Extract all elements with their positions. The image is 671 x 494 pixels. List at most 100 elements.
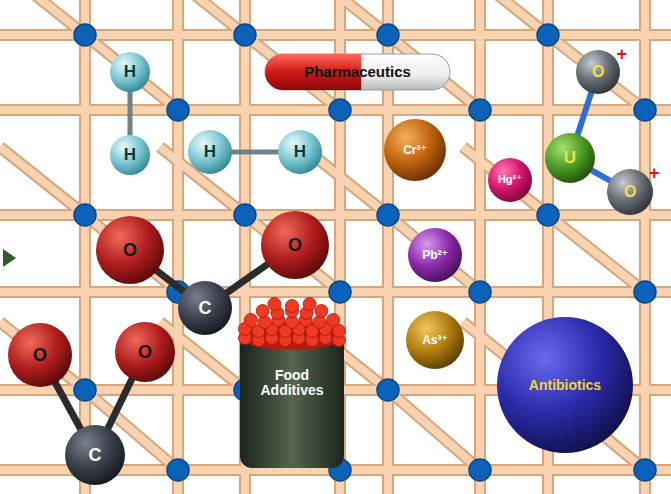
node-label: U bbox=[564, 149, 576, 167]
text-holder: O bbox=[96, 216, 164, 284]
sphere bbox=[488, 158, 532, 202]
roe-egg bbox=[315, 305, 328, 318]
text-holder: Pharmaceutics bbox=[265, 54, 450, 90]
chromium-ion: Cr³⁺ bbox=[384, 119, 446, 181]
text-holder: Hg²⁺ bbox=[488, 158, 532, 202]
text-holder: U bbox=[545, 133, 595, 183]
carbon-atom: C bbox=[65, 425, 125, 485]
text-holder: Pb²⁺ bbox=[408, 228, 462, 282]
sphere bbox=[406, 311, 464, 369]
sphere bbox=[115, 322, 175, 382]
chemical-bond bbox=[108, 379, 132, 428]
sphere bbox=[188, 130, 232, 174]
text-holder: Antibiotics bbox=[497, 317, 633, 453]
food-additives-roll: Food Additives bbox=[238, 298, 346, 470]
text-holder: C bbox=[65, 425, 125, 485]
hydrogen-atom: H bbox=[110, 135, 150, 175]
text-holder: O+ bbox=[607, 169, 653, 215]
node-label: C bbox=[89, 446, 102, 465]
sphere bbox=[110, 52, 150, 92]
antibiotics-sphere: Antibiotics bbox=[497, 317, 633, 453]
pharmaceutics-capsule: Pharmaceutics bbox=[265, 54, 450, 90]
seaweed-wrap bbox=[240, 334, 344, 468]
oxygen-atom: O bbox=[96, 216, 164, 284]
text-holder: O bbox=[8, 323, 72, 387]
text-holder: O bbox=[261, 211, 329, 279]
sphere bbox=[110, 135, 150, 175]
chemical-bond bbox=[592, 170, 610, 180]
roe-egg bbox=[286, 300, 299, 313]
sphere bbox=[545, 133, 595, 183]
node-label: As³⁺ bbox=[422, 334, 448, 347]
text-holder: H bbox=[278, 130, 322, 174]
node-label: Hg²⁺ bbox=[498, 174, 522, 186]
chemical-bond bbox=[128, 92, 133, 135]
node-label: Food Additives bbox=[245, 368, 339, 397]
chemical-bond bbox=[157, 271, 184, 292]
node-label: O bbox=[33, 346, 47, 365]
node-label: Pb²⁺ bbox=[422, 249, 448, 262]
carbon-atom: C bbox=[178, 281, 232, 335]
mercury-ion: Hg²⁺ bbox=[488, 158, 532, 202]
text-holder: Food Additives bbox=[238, 298, 346, 470]
roe-egg bbox=[256, 305, 269, 318]
node-label: H bbox=[204, 143, 216, 161]
sphere bbox=[65, 425, 125, 485]
text-holder: O+ bbox=[576, 50, 620, 94]
node-label: O bbox=[624, 184, 636, 201]
oxygen-atom: O bbox=[115, 322, 175, 382]
hydrogen-atom: H bbox=[188, 130, 232, 174]
text-holder: Cr³⁺ bbox=[384, 119, 446, 181]
pointer-triangle bbox=[3, 249, 16, 267]
chemical-bond bbox=[578, 93, 591, 134]
sphere bbox=[278, 130, 322, 174]
chemical-bond bbox=[55, 383, 80, 429]
text-holder: C bbox=[178, 281, 232, 335]
sphere bbox=[607, 169, 653, 215]
node-label: C bbox=[199, 299, 212, 318]
node-label: O bbox=[592, 64, 604, 81]
node-label: O bbox=[288, 236, 302, 255]
node-label: Cr³⁺ bbox=[403, 144, 427, 157]
node-label: H bbox=[124, 146, 136, 164]
chemical-bond bbox=[227, 264, 267, 292]
lead-ion: Pb²⁺ bbox=[408, 228, 462, 282]
node-label: Antibiotics bbox=[529, 378, 601, 393]
capsule-body bbox=[265, 54, 450, 90]
roe-egg bbox=[303, 298, 316, 311]
chemical-bond bbox=[232, 150, 278, 155]
arsenic-ion: As³⁺ bbox=[406, 311, 464, 369]
sphere bbox=[576, 50, 620, 94]
text-holder: O bbox=[115, 322, 175, 382]
text-holder: H bbox=[110, 135, 150, 175]
charge-sign: + bbox=[616, 45, 627, 64]
sphere bbox=[408, 228, 462, 282]
uranium-atom: U bbox=[545, 133, 595, 183]
text-holder: As³⁺ bbox=[406, 311, 464, 369]
roe-egg bbox=[327, 314, 340, 327]
hydrogen-atom: H bbox=[110, 52, 150, 92]
sphere bbox=[497, 317, 633, 453]
node-label: O bbox=[123, 241, 137, 260]
text-holder: H bbox=[188, 130, 232, 174]
roe-egg bbox=[268, 298, 281, 311]
text-holder: H bbox=[110, 52, 150, 92]
node-label: O bbox=[138, 343, 152, 362]
node-label: H bbox=[124, 63, 136, 81]
charge-sign: + bbox=[649, 164, 660, 183]
hydrogen-atom: H bbox=[278, 130, 322, 174]
oxygen-atom: O bbox=[8, 323, 72, 387]
sphere bbox=[261, 211, 329, 279]
sphere bbox=[8, 323, 72, 387]
oxygen-atom: O+ bbox=[607, 169, 653, 215]
roe-egg bbox=[244, 314, 257, 327]
oxygen-atom: O+ bbox=[576, 50, 620, 94]
sphere bbox=[384, 119, 446, 181]
lattice-joints bbox=[74, 24, 656, 481]
node-label: Pharmaceutics bbox=[304, 64, 411, 80]
sphere bbox=[96, 216, 164, 284]
node-label: H bbox=[294, 143, 306, 161]
